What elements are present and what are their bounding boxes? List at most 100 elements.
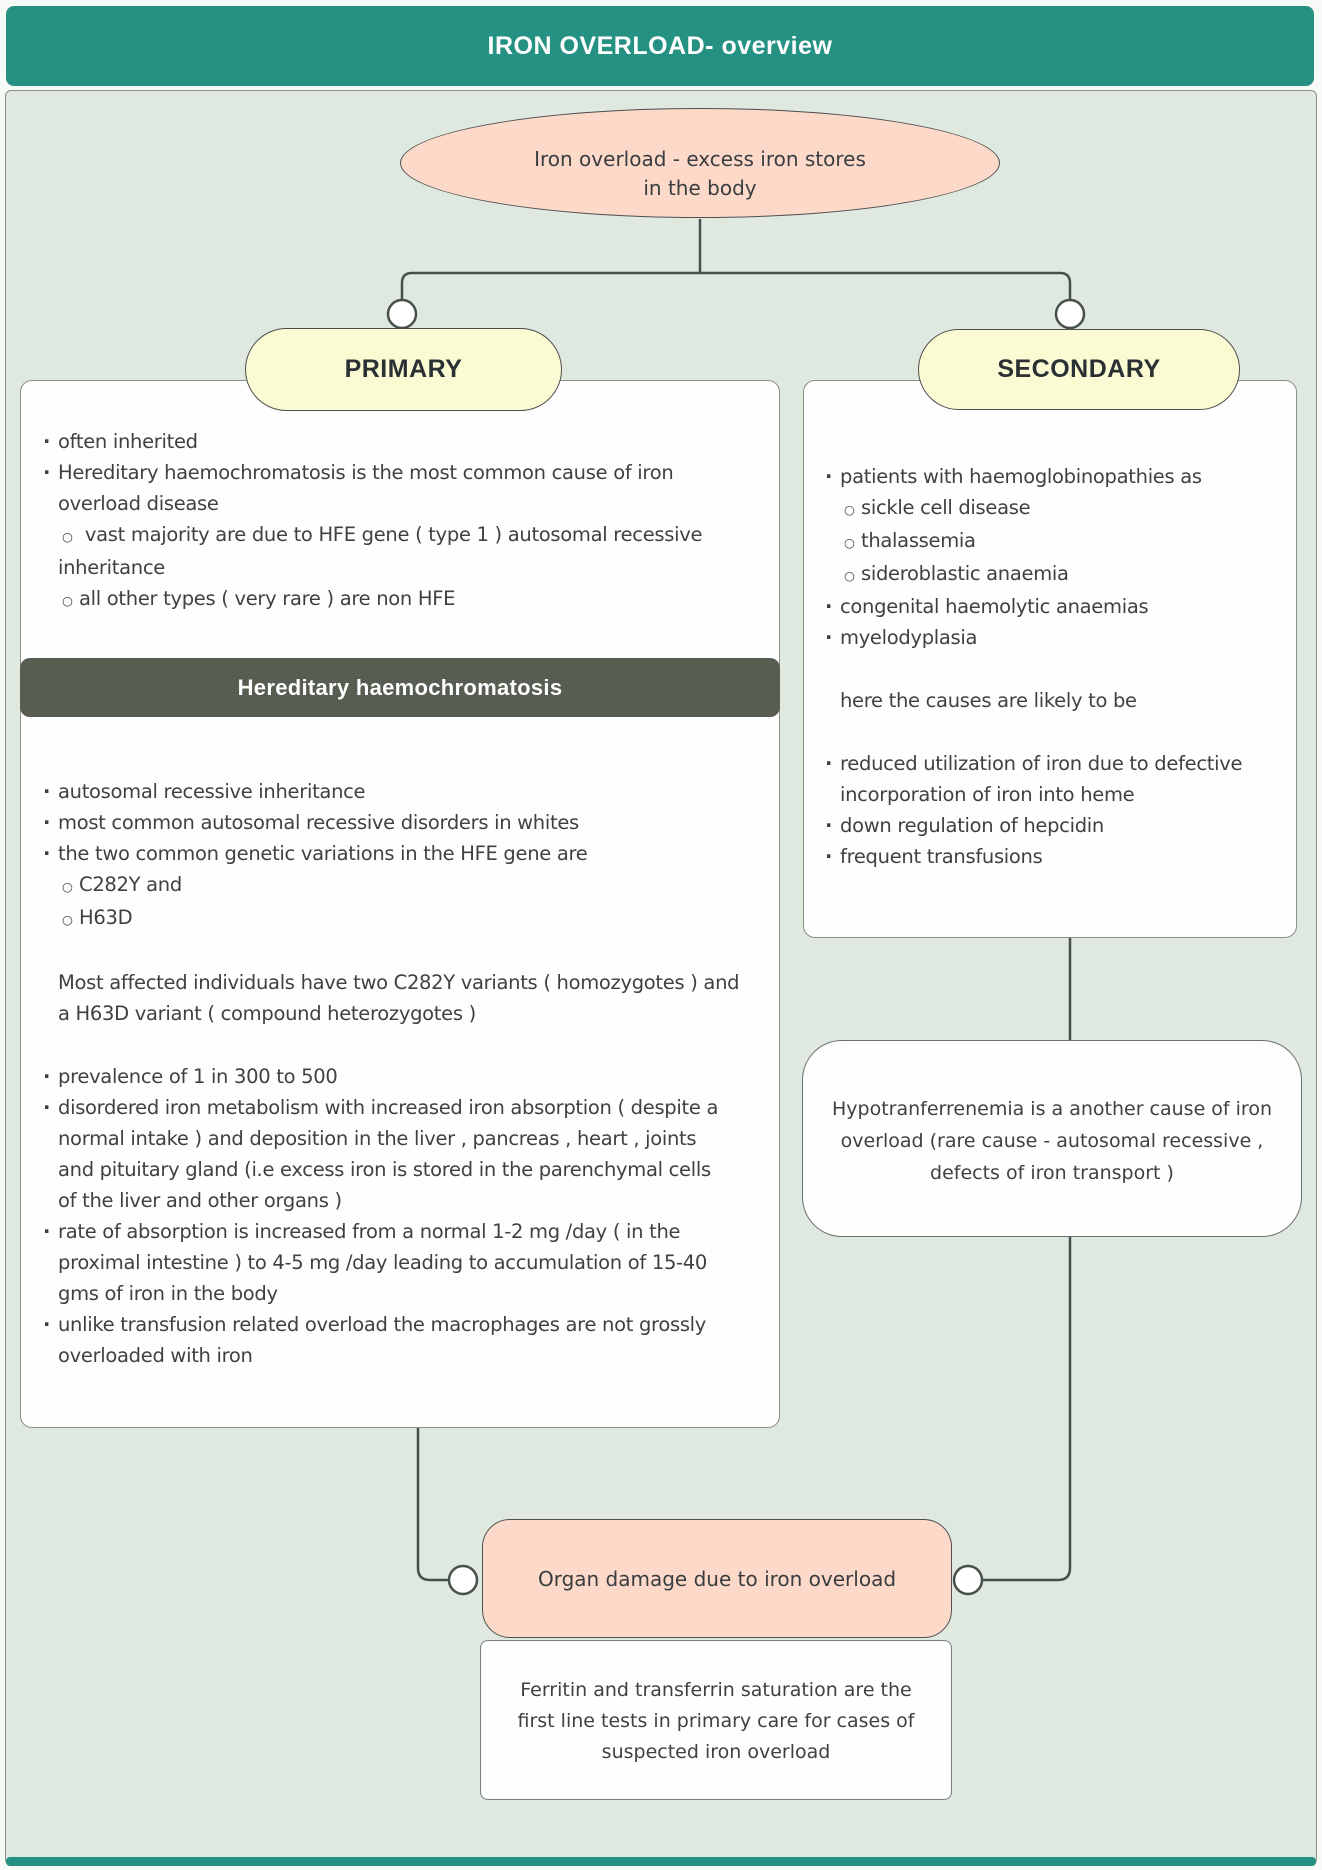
list-item-text: autosomal recessive inheritance [58, 780, 366, 803]
list-item-text: all other types ( very rare ) are non HF… [79, 587, 456, 610]
dot-bullet-marker [43, 1216, 58, 1247]
list-item: C282Y and [62, 869, 739, 902]
list-item-text: thalassemia [861, 529, 976, 552]
list-item-text: frequent transfusions [840, 845, 1043, 868]
list-item: gms of iron in the body [43, 1278, 739, 1309]
list-item-text: here the causes are likely to be [840, 689, 1137, 712]
list-item: down regulation of hepcidin [825, 810, 1242, 841]
list-item: proximal intestine ) to 4-5 mg /day lead… [43, 1247, 739, 1278]
list-item-text: incorporation of iron into heme [840, 783, 1135, 806]
list-item: reduced utilization of iron due to defec… [825, 748, 1242, 779]
primary-branch-label: PRIMARY [344, 355, 463, 383]
circle-bullet-marker [62, 519, 79, 552]
root-node-text-line2: in the body [643, 176, 757, 200]
dot-bullet-marker [825, 461, 840, 492]
list-item-text: of the liver and other organs ) [58, 1189, 342, 1212]
list-item-text: overloaded with iron [58, 1344, 253, 1367]
list-item: inheritance [43, 552, 702, 583]
list-item: a H63D variant ( compound heterozygotes … [43, 998, 739, 1029]
hypo-node-text-line2: overload (rare cause - autosomal recessi… [840, 1130, 1264, 1152]
list-item-text: normal intake ) and deposition in the li… [58, 1127, 697, 1150]
list-item: frequent transfusions [825, 841, 1242, 872]
list-item: prevalence of 1 in 300 to 500 [43, 1061, 739, 1092]
primary-detail-list: autosomal recessive inheritance most comm… [43, 776, 740, 1371]
list-item: often inherited [43, 426, 702, 457]
circle-bullet-marker [844, 525, 861, 558]
list-item-text: rate of absorption is increased from a n… [58, 1220, 681, 1243]
list-item-text: disordered iron metabolism with increase… [58, 1096, 719, 1119]
dot-bullet-marker [825, 622, 840, 653]
footer-bar [6, 1857, 1316, 1866]
dot-bullet-marker [43, 1061, 58, 1092]
ferritin-note-line2: first line tests in primary care for cas… [517, 1710, 915, 1732]
list-item-text: gms of iron in the body [58, 1282, 278, 1305]
list-item: sideroblastic anaemia [844, 558, 1242, 591]
list-item: incorporation of iron into heme [825, 779, 1242, 810]
secondary-branch-box [803, 380, 1297, 938]
dot-bullet-marker [43, 1309, 58, 1340]
list-item-text: most common autosomal recessive disorder… [58, 811, 579, 834]
primary-branch-pill: PRIMARY [245, 328, 562, 411]
list-item-text: prevalence of 1 in 300 to 500 [58, 1065, 338, 1088]
list-item: vast majority are due to HFE gene ( type… [62, 519, 703, 552]
list-item-text: and pituitary gland (i.e excess iron is … [58, 1158, 711, 1181]
list-item-text: reduced utilization of iron due to defec… [840, 752, 1243, 775]
hypotransferrinemia-node: Hypotranferrenemia is a another cause of… [802, 1040, 1302, 1237]
list-item: Most affected individuals have two C282Y… [43, 967, 740, 998]
list-item-text: C282Y and [79, 873, 182, 896]
list-item: autosomal recessive inheritance [43, 776, 739, 807]
ferritin-note-line3: suspected iron overload [601, 1741, 831, 1763]
list-item-text: proximal intestine ) to 4-5 mg /day lead… [58, 1251, 707, 1274]
secondary-causes-list: patients with haemoglobinopathies as sick… [825, 461, 1242, 872]
organ-damage-label: Organ damage due to iron overload [537, 1566, 897, 1591]
organ-damage-node: Organ damage due to iron overload [482, 1519, 952, 1638]
list-item: patients with haemoglobinopathies as [825, 461, 1242, 492]
list-item-text: patients with haemoglobinopathies as [840, 465, 1202, 488]
list-item-text: Most affected individuals have two C282Y… [58, 971, 740, 994]
list-item-text: a H63D variant ( compound heterozygotes … [58, 1002, 476, 1025]
hereditary-haemochromatosis-header: Hereditary haemochromatosis [20, 658, 780, 717]
list-item-text: myelodyplasia [840, 626, 978, 649]
list-item: congenital haemolytic anaemias [825, 591, 1242, 622]
list-item-text: the two common genetic variations in the… [58, 842, 588, 865]
hypo-node-text-line1: Hypotranferrenemia is a another cause of… [832, 1098, 1272, 1120]
page-title: IRON OVERLOAD- overview [487, 31, 833, 60]
circle-bullet-marker [844, 492, 861, 525]
header-bar: IRON OVERLOAD- overview [6, 6, 1314, 86]
list-item: overload disease [43, 488, 702, 519]
hypo-node-text-line3: defects of iron transport ) [930, 1162, 1174, 1184]
list-item-text: vast majority are due to HFE gene ( type… [79, 523, 703, 546]
dot-bullet-marker [43, 838, 58, 869]
list-item-text: sideroblastic anaemia [861, 562, 1069, 585]
list-item: of the liver and other organs ) [43, 1185, 739, 1216]
list-item: all other types ( very rare ) are non HF… [62, 583, 702, 616]
dot-bullet-marker [43, 426, 58, 457]
circle-bullet-marker [62, 583, 79, 616]
list-item: H63D [62, 902, 739, 935]
dot-bullet-marker [825, 841, 840, 872]
circle-bullet-marker [844, 558, 861, 591]
list-item: and pituitary gland (i.e excess iron is … [43, 1154, 739, 1185]
list-item: here the causes are likely to be [825, 685, 1242, 716]
hereditary-haemochromatosis-header-label: Hereditary haemochromatosis [237, 674, 563, 700]
ferritin-tests-note: Ferritin and transferrin saturation are … [480, 1640, 952, 1800]
circle-bullet-marker [62, 869, 79, 902]
ferritin-note-line1: Ferritin and transferrin saturation are … [520, 1679, 912, 1701]
list-item-text: often inherited [58, 430, 198, 453]
root-node-text-line1: Iron overload - excess iron stores [534, 147, 866, 171]
list-item: thalassemia [844, 525, 1242, 558]
list-item: normal intake ) and deposition in the li… [43, 1123, 739, 1154]
root-node-iron-overload: Iron overload - excess iron stores in th… [400, 108, 1000, 218]
list-item-text: H63D [79, 906, 133, 929]
list-item-text: sickle cell disease [861, 496, 1031, 519]
dot-bullet-marker [825, 748, 840, 779]
dot-bullet-marker [825, 810, 840, 841]
dot-bullet-marker [825, 591, 840, 622]
primary-intro-list: often inheritedHereditary haemochromatos… [43, 426, 702, 616]
list-item-text: congenital haemolytic anaemias [840, 595, 1149, 618]
list-item-text: down regulation of hepcidin [840, 814, 1104, 837]
list-item-text: overload disease [58, 492, 219, 515]
list-item: overloaded with iron [43, 1340, 739, 1371]
list-item: Hereditary haemochromatosis is the most … [43, 457, 702, 488]
